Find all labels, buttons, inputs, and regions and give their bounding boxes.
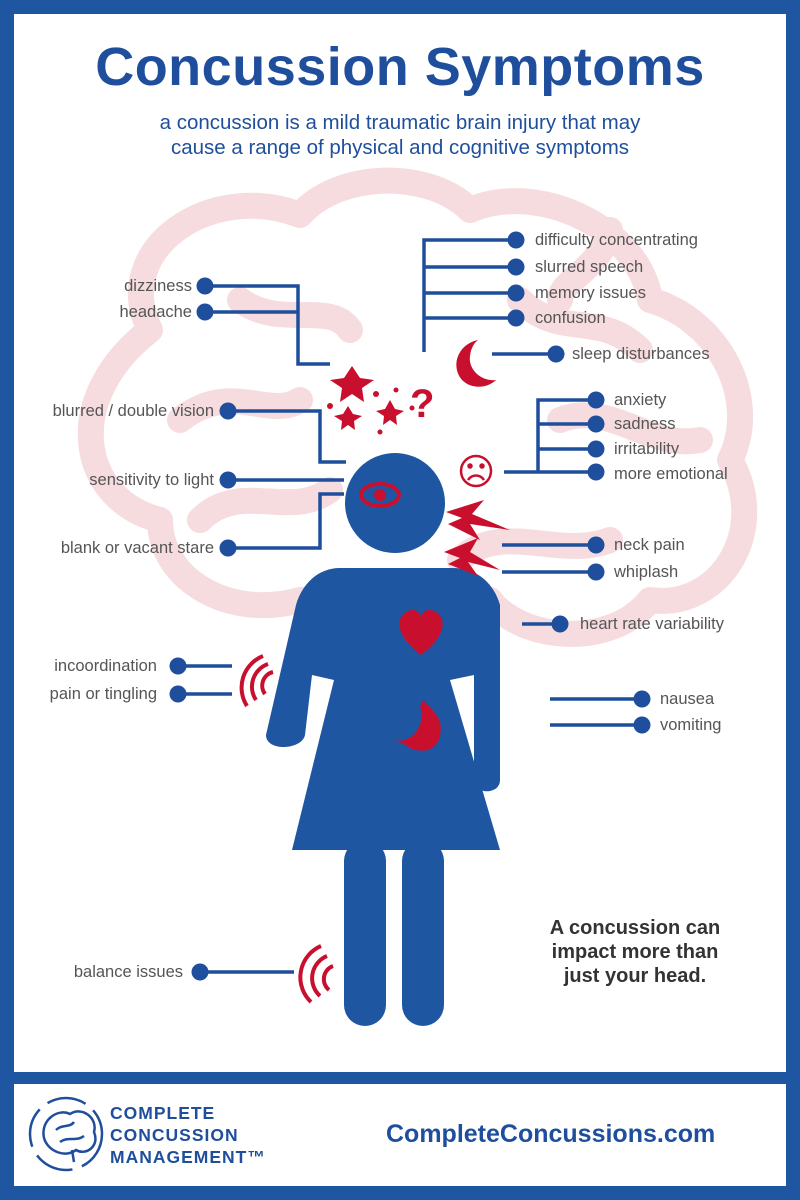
svg-text:?: ? (410, 382, 434, 426)
label-heart-rate-variability: heart rate variability (580, 615, 724, 633)
tagline-line-2: impact more than (551, 941, 719, 963)
label-balance-issues: balance issues (73, 963, 183, 981)
label-sleep-disturbances: sleep disturbances (572, 345, 710, 363)
website-link[interactable]: CompleteConcussions.com (386, 1120, 716, 1148)
tagline-line-1: A concussion can (549, 917, 721, 939)
stomach-icon (394, 700, 441, 751)
label-confusion: confusion (535, 309, 606, 327)
connector-lines (178, 238, 642, 974)
question-mark-icon: ? (410, 382, 434, 426)
tagline-line-3: just your head. (563, 965, 707, 987)
tagline: A concussion can impact more than just y… (510, 916, 760, 988)
signal-waves-icon (239, 654, 334, 1004)
right-leg (402, 840, 444, 1026)
brand-name: COMPLETE CONCUSSION MANAGEMENT™ (110, 1102, 266, 1168)
lightning-icon (444, 500, 510, 576)
brand-line-3: MANAGEMENT™ (110, 1147, 266, 1167)
torso-dress (266, 568, 500, 850)
label-dizziness: dizziness (124, 277, 192, 295)
label-whiplash: whiplash (614, 563, 679, 581)
label-irritability: irritability (614, 440, 680, 458)
footer-panel (14, 1084, 786, 1186)
label-vomiting: vomiting (660, 716, 722, 734)
heart-icon (399, 609, 443, 655)
subtitle-line-1: a concussion is a mild traumatic brain i… (159, 111, 641, 134)
brain-outline-icon (77, 167, 758, 647)
label-sensitivity-to-light: sensitivity to light (89, 471, 214, 489)
label-sadness: sadness (614, 415, 676, 433)
label-difficulty-concentrating: difficulty concentrating (535, 231, 698, 249)
left-leg (344, 840, 386, 1026)
brand-line-2: CONCUSSION (110, 1125, 239, 1145)
subtitle-line-2: cause a range of physical and cognitive … (170, 136, 630, 159)
eye-icon (359, 482, 401, 508)
label-more-emotional: more emotional (614, 465, 728, 483)
moon-icon (456, 340, 496, 387)
label-blurred-double-vision: blurred / double vision (52, 402, 214, 420)
page-title: Concussion Symptoms (95, 37, 705, 97)
label-pain-or-tingling: pain or tingling (49, 685, 157, 703)
label-neck-pain: neck pain (614, 536, 685, 554)
stars-icon (327, 366, 415, 435)
person-figure (266, 453, 500, 1026)
label-anxiety: anxiety (614, 391, 667, 409)
label-nausea: nausea (660, 690, 715, 708)
label-memory-issues: memory issues (535, 284, 646, 302)
sad-face-icon (459, 454, 493, 488)
page-subtitle: a concussion is a mild traumatic brain i… (60, 110, 740, 160)
brand-line-1: COMPLETE (110, 1103, 216, 1123)
label-headache: headache (119, 303, 193, 321)
connector-dots (169, 231, 651, 981)
label-incoordination: incoordination (54, 657, 157, 675)
brand-brain-logo-icon (28, 1096, 104, 1172)
label-slurred-speech: slurred speech (535, 258, 644, 276)
label-blank-vacant-stare: blank or vacant stare (60, 539, 214, 557)
